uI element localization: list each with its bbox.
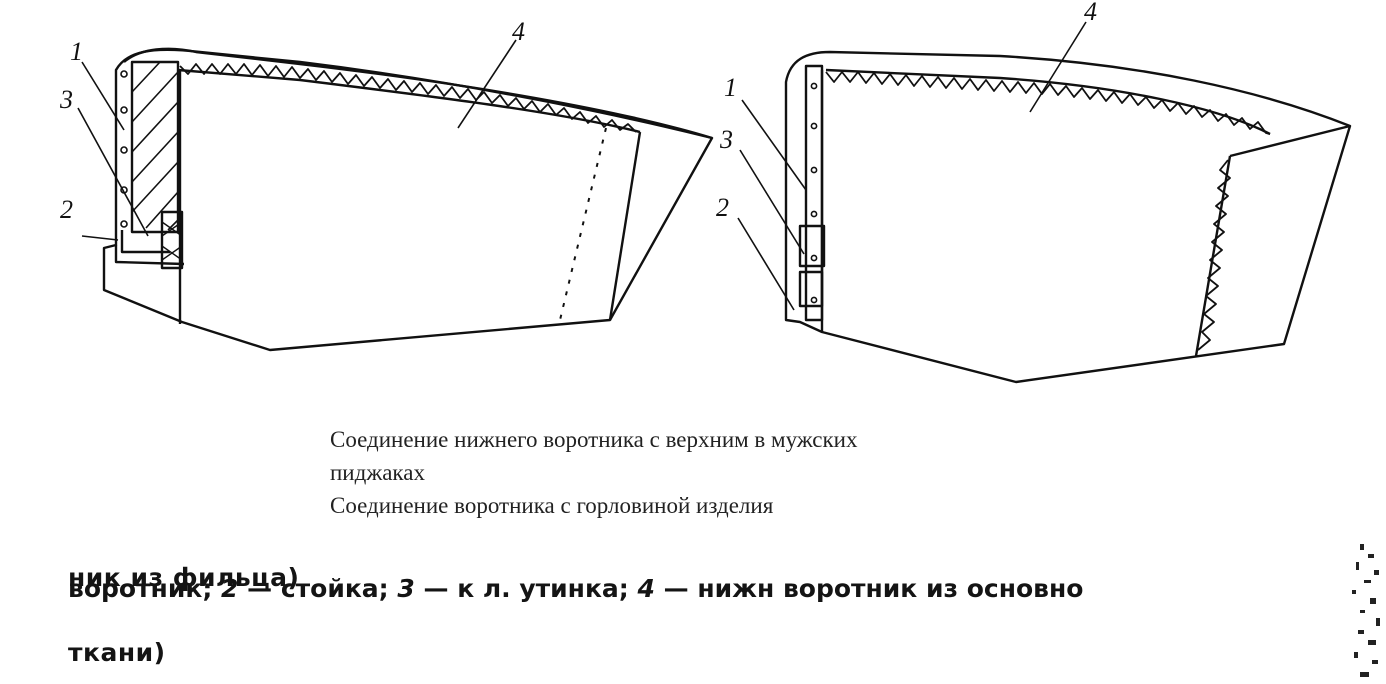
scan-line2-part-d: — нижн ворoтник из основно — [654, 574, 1084, 603]
right-label-4: 4 — [1084, 0, 1097, 26]
scan-line2-num-2: 2 — [221, 574, 239, 603]
right-label-3: 3 — [719, 125, 733, 154]
scan-text-line-3: ткани) — [68, 638, 166, 667]
left-label-1: 1 — [70, 37, 83, 66]
scan-line2-num-3: 3 — [397, 574, 415, 603]
left-label-4: 4 — [512, 17, 525, 46]
right-zigzag-seam-side — [1197, 159, 1231, 351]
caption-line-1: Соединение нижнего воротника с верхним в… — [330, 427, 858, 452]
left-collar-top-edge — [123, 47, 713, 140]
right-collar-drawing — [737, 21, 1352, 384]
scan-line2-part-b: — стойка; — [238, 574, 398, 603]
scan-text-line-2: воротник; 2 — стойка; 3 — к л. утинка; 4… — [68, 576, 1083, 601]
left-label-3: 3 — [59, 85, 73, 114]
left-felt-block — [130, 60, 180, 234]
right-zigzag-seam-top — [825, 71, 1271, 135]
left-collar-drawing — [77, 39, 714, 352]
scan-edge-noise — [1352, 544, 1380, 677]
scan-line2-part-c: — к л. утинка; — [414, 574, 638, 603]
scan-line2-num-4: 4 — [637, 574, 655, 603]
collar-construction-figure: 1 3 2 4 1 3 2 4 — [59, 0, 1352, 384]
left-zigzag-seam — [179, 63, 637, 133]
right-label-1: 1 — [724, 73, 737, 102]
caption-line-3: Соединение воротника с горловиной издели… — [330, 493, 774, 518]
left-label-2: 2 — [60, 195, 73, 224]
right-collar-outline — [784, 50, 1352, 384]
scan-text-line-1: ник из фильца) — [68, 563, 300, 592]
scan-line2-part-a: воротник; — [68, 574, 222, 603]
caption-line-2: пиджаках — [330, 460, 425, 485]
right-interlining-strip — [804, 64, 824, 322]
right-label-2: 2 — [716, 193, 729, 222]
